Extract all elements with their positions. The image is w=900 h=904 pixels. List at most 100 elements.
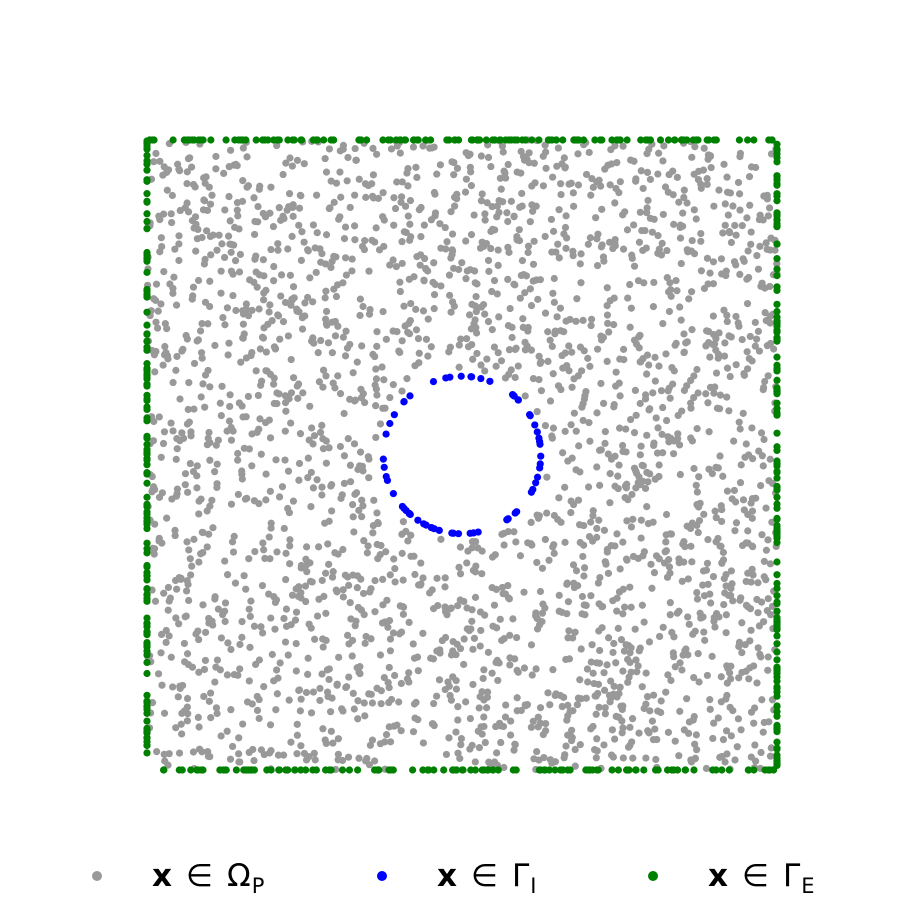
interior-point [690,673,698,682]
interior-point [562,655,570,664]
interior-point [764,653,772,661]
exterior-boundary-point [143,176,151,184]
interior-point [737,726,745,734]
interior-point [636,358,645,366]
interior-point [536,587,545,596]
interior-point [181,481,189,489]
interior-point [186,555,194,563]
interior-point [535,376,543,384]
interior-point [601,710,609,718]
interior-point [492,362,500,370]
interior-point [761,309,769,317]
exterior-boundary-point [773,607,781,615]
interior-point [212,441,220,449]
interior-point [322,636,330,645]
exterior-boundary-point [773,632,781,640]
interior-point [604,569,613,577]
interior-point [213,460,221,468]
interior-point [212,165,220,173]
interior-point [610,682,618,690]
exterior-boundary-point [773,335,781,343]
exterior-boundary-point [143,268,151,276]
interior-point [627,603,635,611]
interior-point [456,543,465,551]
exterior-boundary-point [453,766,461,774]
interior-point [746,332,754,341]
interior-point [746,637,754,645]
interior-point [404,182,412,190]
interior-point [447,604,455,612]
interior-point [521,346,529,354]
interior-point [160,428,169,436]
interior-point [727,567,736,575]
interior-point [648,717,657,725]
interior-point [519,315,527,323]
interior-point [321,519,329,527]
exterior-boundary-point [143,691,151,699]
interior-point [556,304,565,312]
interior-point [664,387,672,395]
interior-point [751,741,759,749]
interior-point [532,276,540,284]
exterior-boundary-point [773,140,781,148]
interior-point [327,263,335,272]
interior-point [412,163,420,171]
interior-point [319,366,328,374]
interior-point [454,749,462,757]
interior-point [319,725,327,733]
interior-point [683,382,691,390]
interior-point [353,664,361,672]
interior-point [174,693,182,701]
exterior-boundary-point [773,592,781,600]
interior-point [527,346,536,354]
interior-point [711,507,719,515]
interior-point [297,695,305,703]
interior-point [611,142,619,150]
interior-point [293,720,301,728]
interior-point [452,728,460,736]
interior-point [627,523,636,531]
interior-point [351,144,359,153]
interior-point [226,391,234,399]
exterior-boundary-point [559,136,567,144]
interior-point [454,602,462,610]
interior-point [437,535,445,543]
interior-point [415,206,423,214]
interior-point [472,324,480,332]
interior-point [288,591,297,599]
interior-point [221,321,229,329]
interior-point [205,619,213,627]
interior-point [679,540,687,548]
interior-point [309,221,318,229]
interior-point [189,283,198,291]
interior-point [742,601,751,609]
interior-point [752,494,760,502]
interior-point [604,319,612,328]
interior-point [216,666,224,674]
interior-point [354,697,362,705]
interior-point [262,348,270,356]
interior-point [627,644,635,652]
interface-point [467,373,475,381]
interior-point [360,537,368,545]
interior-point [245,555,253,563]
interior-point [579,416,587,425]
interior-point [490,601,499,609]
interior-point [359,302,367,311]
interior-point [507,197,515,205]
interior-point [564,634,572,642]
interior-point [743,300,752,308]
interior-point [245,605,253,613]
interior-point [260,546,268,554]
interior-point [381,404,389,412]
interior-point [645,361,653,369]
interior-point [732,312,740,321]
interior-point [504,217,512,226]
interior-point [651,725,659,733]
exterior-boundary-point [283,766,291,774]
exterior-boundary-point [773,677,781,685]
interior-point [159,361,167,369]
interior-point [637,516,645,524]
interior-point [729,202,737,210]
